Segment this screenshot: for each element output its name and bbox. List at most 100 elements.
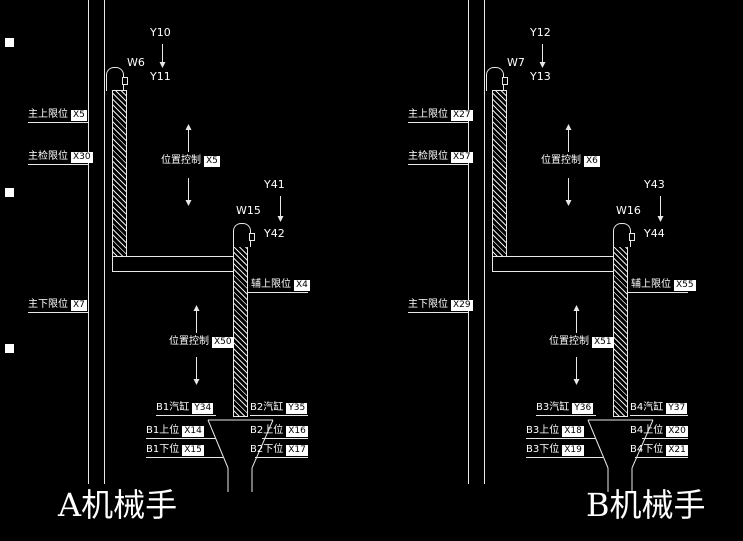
sensor-connector bbox=[629, 233, 635, 241]
main-signal-top-label: Y10 bbox=[150, 26, 171, 39]
main-signal-arrowhead bbox=[539, 62, 546, 68]
cylinder-text: B2下位 bbox=[250, 444, 284, 455]
aux-signal-arrowhead bbox=[277, 216, 284, 222]
cylinder-output-box: Y36 bbox=[572, 402, 594, 414]
aux-sensor-body bbox=[233, 223, 255, 247]
cylinder-text: B1汽缸 bbox=[156, 402, 190, 413]
cylinder-address-box: X14 bbox=[182, 425, 204, 437]
aux-signal-arrowhead bbox=[657, 216, 664, 222]
cylinder-address-box: X19 bbox=[562, 444, 584, 456]
hopper-outline bbox=[207, 419, 274, 492]
aux-signal-bottom-label: Y42 bbox=[264, 227, 285, 240]
manipulator-a: W6 Y10 Y11 W15 Y41 Y42 主上限位 X5 主检限位 X30 … bbox=[0, 0, 371, 541]
cylinder-address-box: X15 bbox=[182, 444, 204, 456]
limit-address-box: X7 bbox=[71, 299, 87, 311]
limit-address-box: X55 bbox=[674, 279, 696, 291]
main-position-control: 位置控制 X5 bbox=[161, 155, 220, 167]
cylinder-right-up-limit: B4上位 X20 bbox=[630, 425, 688, 437]
cylinder-text: B2上位 bbox=[250, 425, 284, 436]
pc-main-up-arrowhead bbox=[185, 124, 192, 130]
limit-text: 主下限位 bbox=[408, 299, 448, 310]
cylinder-right-down-limit: B2下位 X17 bbox=[250, 444, 308, 456]
manipulator-linework bbox=[28, 0, 308, 492]
position-control-box: X5 bbox=[204, 155, 220, 167]
position-control-text: 位置控制 bbox=[541, 155, 581, 166]
cylinder-text: B1上位 bbox=[146, 425, 180, 436]
cylinder-left-name: B1汽缸 Y34 bbox=[156, 402, 214, 414]
grip-marker bbox=[5, 344, 14, 353]
main-signal-top-label: Y12 bbox=[530, 26, 551, 39]
limit-text: 主检限位 bbox=[28, 151, 68, 162]
limit-text: 主检限位 bbox=[408, 151, 448, 162]
limit-address-box: X4 bbox=[294, 279, 310, 291]
cylinder-address-box: X16 bbox=[286, 425, 308, 437]
pc-main-down-arrowhead bbox=[565, 200, 572, 206]
aux-cylinder-rod bbox=[233, 246, 248, 417]
manipulator-title: B机械手 bbox=[586, 486, 706, 524]
cylinder-output-box: Y37 bbox=[666, 402, 688, 414]
pc-aux-down-arrowhead bbox=[573, 379, 580, 385]
main-cylinder-rod bbox=[112, 90, 127, 258]
aux-sensor-label: W15 bbox=[236, 204, 261, 217]
sensor-connector bbox=[122, 77, 128, 85]
main-sensor-body bbox=[106, 67, 128, 91]
main-sensor-label: W7 bbox=[507, 56, 525, 69]
cylinder-left-down-limit: B1下位 X15 bbox=[146, 444, 204, 456]
limit-address-box: X27 bbox=[451, 109, 473, 121]
pc-main-down-arrowhead bbox=[185, 200, 192, 206]
aux-position-control: 位置控制 X51 bbox=[549, 336, 614, 348]
cylinder-left-up-limit: B1上位 X14 bbox=[146, 425, 204, 437]
cylinder-right-name: B4汽缸 Y37 bbox=[630, 402, 688, 414]
pc-aux-up-arrowhead bbox=[193, 305, 200, 311]
limit-text: 辅上限位 bbox=[631, 279, 671, 290]
cylinder-right-name: B2汽缸 Y35 bbox=[250, 402, 308, 414]
main-upper-limit: 主上限位 X5 bbox=[28, 109, 87, 121]
main-signal-bottom-label: Y13 bbox=[530, 70, 551, 83]
grip-marker bbox=[5, 188, 14, 197]
main-check-limit: 主检限位 X57 bbox=[408, 151, 473, 163]
aux-signal-top-label: Y43 bbox=[644, 178, 665, 191]
cylinder-left-name: B3汽缸 Y36 bbox=[536, 402, 594, 414]
position-control-text: 位置控制 bbox=[549, 336, 589, 347]
limit-text: 主下限位 bbox=[28, 299, 68, 310]
cylinder-right-up-limit: B2上位 X16 bbox=[250, 425, 308, 437]
cylinder-left-down-limit: B3下位 X19 bbox=[526, 444, 584, 456]
pc-aux-up-arrowhead bbox=[573, 305, 580, 311]
main-check-limit: 主检限位 X30 bbox=[28, 151, 93, 163]
main-upper-limit: 主上限位 X27 bbox=[408, 109, 473, 121]
aux-upper-limit: 辅上限位 X55 bbox=[631, 279, 696, 291]
cylinder-text: B1下位 bbox=[146, 444, 180, 455]
cylinder-text: B4汽缸 bbox=[630, 402, 664, 413]
limit-address-box: X30 bbox=[71, 151, 93, 163]
limit-text: 主上限位 bbox=[408, 109, 448, 120]
position-control-text: 位置控制 bbox=[169, 336, 209, 347]
main-signal-bottom-label: Y11 bbox=[150, 70, 171, 83]
limit-text: 主上限位 bbox=[28, 109, 68, 120]
cylinder-output-box: Y35 bbox=[286, 402, 308, 414]
pc-aux-down-arrowhead bbox=[193, 379, 200, 385]
main-sensor-body bbox=[486, 67, 508, 91]
cylinder-address-box: X20 bbox=[666, 425, 688, 437]
cross-arm bbox=[492, 256, 616, 272]
grip-marker bbox=[5, 38, 14, 47]
cylinder-text: B4上位 bbox=[630, 425, 664, 436]
pc-main-up-arrowhead bbox=[565, 124, 572, 130]
main-lower-limit: 主下限位 X29 bbox=[408, 299, 473, 311]
aux-signal-bottom-label: Y44 bbox=[644, 227, 665, 240]
manipulator-linework bbox=[408, 0, 688, 492]
cylinder-text: B3上位 bbox=[526, 425, 560, 436]
cylinder-text: B3汽缸 bbox=[536, 402, 570, 413]
position-control-box: X51 bbox=[592, 336, 614, 348]
aux-position-control: 位置控制 X50 bbox=[169, 336, 234, 348]
cylinder-output-box: Y34 bbox=[192, 402, 214, 414]
main-sensor-label: W6 bbox=[127, 56, 145, 69]
cylinder-address-box: X21 bbox=[666, 444, 688, 456]
sensor-connector bbox=[249, 233, 255, 241]
position-control-box: X6 bbox=[584, 155, 600, 167]
aux-upper-limit: 辅上限位 X4 bbox=[251, 279, 310, 291]
aux-signal-top-label: Y41 bbox=[264, 178, 285, 191]
sensor-connector bbox=[502, 77, 508, 85]
cylinder-text: B2汽缸 bbox=[250, 402, 284, 413]
main-lower-limit: 主下限位 X7 bbox=[28, 299, 87, 311]
